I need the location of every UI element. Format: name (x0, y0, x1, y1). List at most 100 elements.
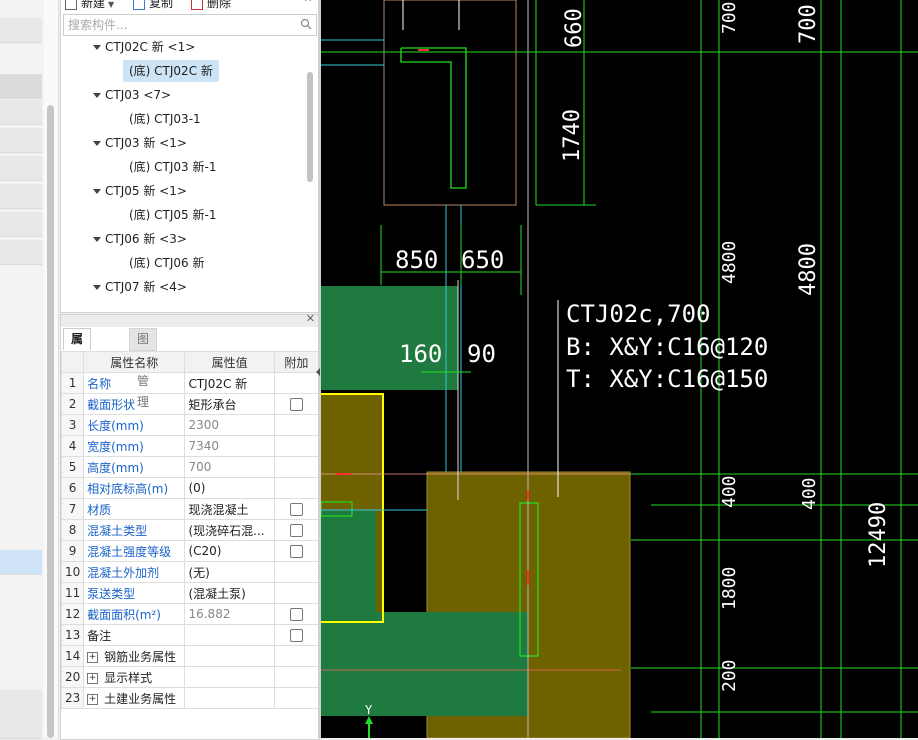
property-name-text: 高度(mm) (87, 460, 144, 475)
property-value[interactable]: (0) (184, 477, 275, 499)
property-value[interactable] (184, 624, 275, 646)
left-scrollbar[interactable] (44, 0, 59, 738)
toolbar-overflow-icon[interactable]: ▸▸ (305, 0, 314, 8)
expand-plus-icon[interactable]: + (87, 651, 99, 663)
property-value[interactable]: 700 (184, 456, 275, 478)
property-row[interactable]: 14+钢筋业务属性 (60, 645, 320, 667)
chevron-down-icon[interactable] (93, 45, 101, 50)
tree-item[interactable]: (底) CTJ02C 新 (123, 60, 219, 82)
chevron-down-icon[interactable] (93, 285, 101, 290)
tree-group[interactable]: CTJ05 新 <1> (93, 180, 187, 202)
chevron-down-icon[interactable] (93, 141, 101, 146)
property-value[interactable]: (无) (184, 561, 275, 583)
row-index: 3 (60, 414, 85, 436)
tree-group[interactable]: CTJ03 新 <1> (93, 132, 187, 154)
property-value[interactable] (184, 666, 275, 688)
left-nav-row[interactable] (0, 212, 42, 237)
dimension-label: 850 (395, 246, 438, 274)
tree-item[interactable]: (底) CTJ03 新-1 (123, 156, 222, 178)
cap-block-green[interactable] (321, 612, 528, 716)
tree-group[interactable]: CTJ07 新 <4> (93, 276, 187, 298)
property-value[interactable]: 矩形承台 (184, 393, 275, 415)
tree-group[interactable]: CTJ06 新 <3> (93, 228, 187, 250)
delete-button[interactable]: 删除 (191, 0, 231, 10)
left-scrollbar-thumb[interactable] (47, 105, 54, 738)
drawing-canvas[interactable]: 660 700 700 1740 850 650 4800 4800 160 9… (321, 0, 918, 738)
extra-checkbox[interactable] (289, 524, 303, 537)
property-name: 长度(mm) (83, 414, 186, 436)
row-index: 7 (60, 498, 85, 520)
left-nav-row[interactable] (0, 690, 42, 715)
cap-block-green[interactable] (321, 510, 376, 620)
left-nav-row-selected[interactable] (0, 550, 42, 575)
dimension-label: 700 (796, 4, 821, 44)
extra-checkbox[interactable] (289, 503, 303, 516)
tree-item[interactable]: (底) CTJ03-1 (123, 108, 207, 130)
cap-block-green[interactable] (321, 286, 458, 390)
search-icon[interactable] (300, 18, 312, 30)
property-value[interactable]: 16.882 (184, 603, 275, 625)
property-name-text: 截面面积(m²) (87, 607, 161, 622)
property-value[interactable] (184, 645, 275, 667)
new-button[interactable]: 新建▼ (65, 0, 114, 10)
left-nav-row[interactable] (0, 128, 42, 153)
close-icon[interactable]: ✕ (305, 312, 315, 325)
property-value[interactable] (184, 687, 275, 709)
property-value[interactable]: 2300 (184, 414, 275, 436)
chevron-down-icon[interactable] (93, 189, 101, 194)
tree-item[interactable]: (底) CTJ06 新 (123, 252, 211, 274)
extra-checkbox[interactable] (289, 629, 303, 642)
expand-plus-icon[interactable]: + (87, 693, 99, 705)
chevron-down-icon[interactable] (93, 237, 101, 242)
expand-plus-icon[interactable]: + (87, 672, 99, 684)
left-nav-row[interactable] (0, 714, 42, 739)
property-value[interactable]: 7340 (184, 435, 275, 457)
left-nav-row[interactable] (0, 156, 42, 181)
annotation-line-2: B: X&Y:C16@120 (566, 333, 768, 361)
property-value[interactable]: (混凝土泵) (184, 582, 275, 604)
property-row[interactable]: 23+土建业务属性 (60, 687, 320, 709)
extra-checkbox[interactable] (289, 545, 303, 558)
search-input[interactable] (66, 16, 290, 34)
property-value[interactable]: (C20) (184, 540, 275, 562)
property-row[interactable]: 20+显示样式 (60, 666, 320, 688)
property-name: 混凝土外加剂 (83, 561, 186, 583)
extra-checkbox[interactable] (289, 608, 303, 621)
property-value[interactable]: (现浇碎石混... (184, 519, 275, 541)
property-value[interactable]: CTJ02C 新 (184, 372, 275, 394)
extra-checkbox[interactable] (289, 398, 303, 411)
tree-group[interactable]: CTJ02C 新 <1> (93, 36, 195, 58)
copy-button[interactable]: 复制 (133, 0, 173, 10)
property-name: +显示样式 (83, 666, 186, 688)
left-nav-row[interactable] (0, 184, 42, 209)
property-value[interactable]: 现浇混凝土 (184, 498, 275, 520)
row-index: 5 (60, 456, 85, 478)
tree-group[interactable]: CTJ03 <7> (93, 84, 171, 106)
tree-scrollbar-thumb[interactable] (307, 72, 313, 182)
left-nav-row[interactable] (0, 240, 42, 265)
tab-property-list[interactable]: 属性列表 (63, 328, 92, 409)
chevron-down-icon[interactable] (93, 93, 101, 98)
collapse-arrow-icon[interactable] (316, 368, 320, 376)
left-nav-row[interactable] (0, 18, 42, 43)
left-nav-row[interactable] (0, 100, 42, 125)
left-nav-row[interactable] (0, 74, 42, 99)
tree-scrollbar[interactable] (305, 36, 315, 306)
tab-layer-management[interactable]: 图层管理 (129, 328, 158, 409)
tree-item[interactable]: (底) CTJ05 新-1 (123, 204, 222, 226)
dimension-label: 1800 (719, 567, 740, 610)
